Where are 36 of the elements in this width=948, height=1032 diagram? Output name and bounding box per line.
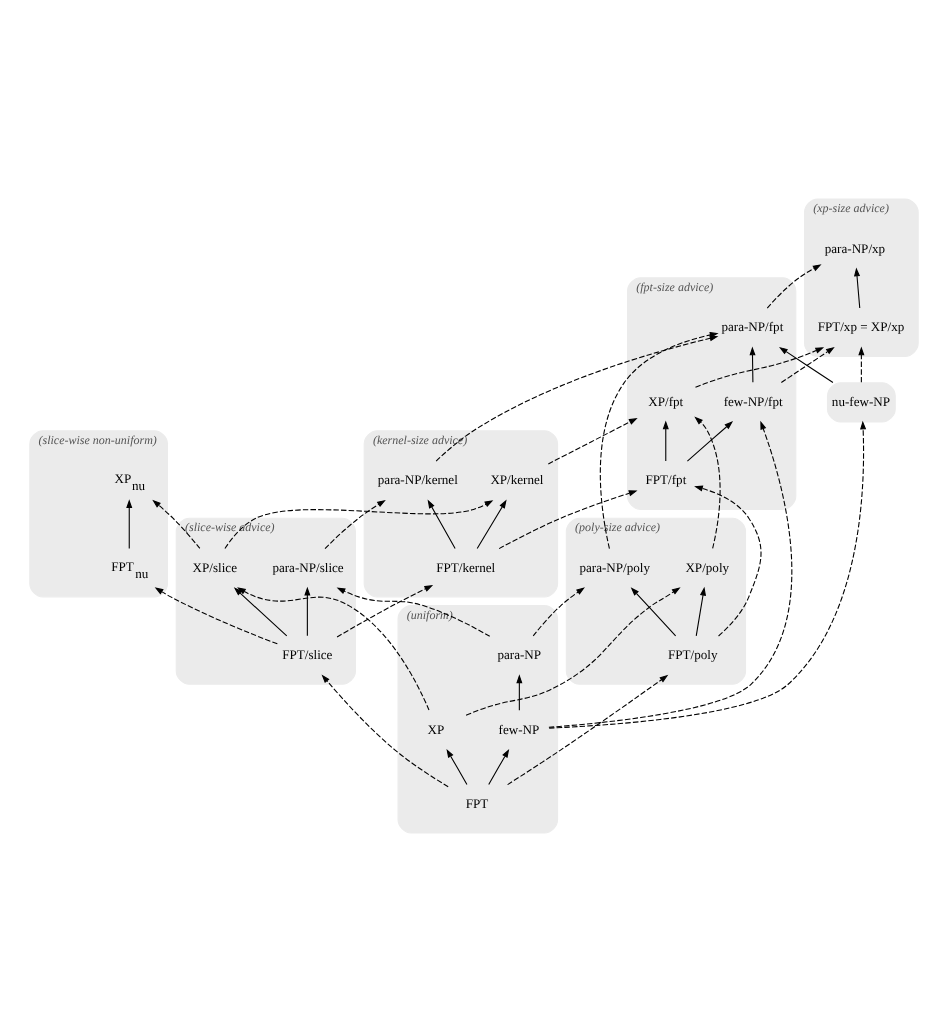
arrow — [694, 485, 762, 637]
arrow — [336, 585, 434, 638]
arrow — [324, 499, 386, 550]
arrow — [126, 499, 133, 549]
arrow — [532, 587, 585, 637]
arrow — [694, 347, 825, 388]
arrow — [304, 586, 311, 637]
arrow — [858, 346, 865, 383]
arrow — [476, 499, 507, 549]
arrow — [321, 674, 449, 788]
arrow — [154, 587, 278, 645]
arrow — [465, 587, 681, 716]
arrow — [686, 421, 734, 462]
arrow — [766, 264, 822, 309]
arrow — [224, 500, 494, 550]
arrow — [427, 499, 456, 549]
arrow — [547, 417, 638, 465]
arrow — [516, 674, 523, 711]
arrow — [237, 587, 430, 711]
arrow — [695, 586, 706, 637]
arrow — [694, 416, 721, 549]
arrow — [446, 748, 468, 785]
arrow — [498, 490, 638, 550]
arrow — [488, 748, 510, 785]
arrow — [233, 587, 288, 637]
arrow — [152, 499, 201, 549]
arrow — [507, 674, 669, 786]
arrow — [336, 587, 491, 637]
arrow — [599, 332, 719, 550]
arrow — [853, 267, 861, 309]
arrow — [630, 587, 677, 637]
arrow — [749, 346, 756, 383]
arrow — [548, 420, 793, 728]
arrow — [662, 420, 669, 462]
arrow — [548, 420, 867, 729]
arrow — [435, 335, 719, 462]
